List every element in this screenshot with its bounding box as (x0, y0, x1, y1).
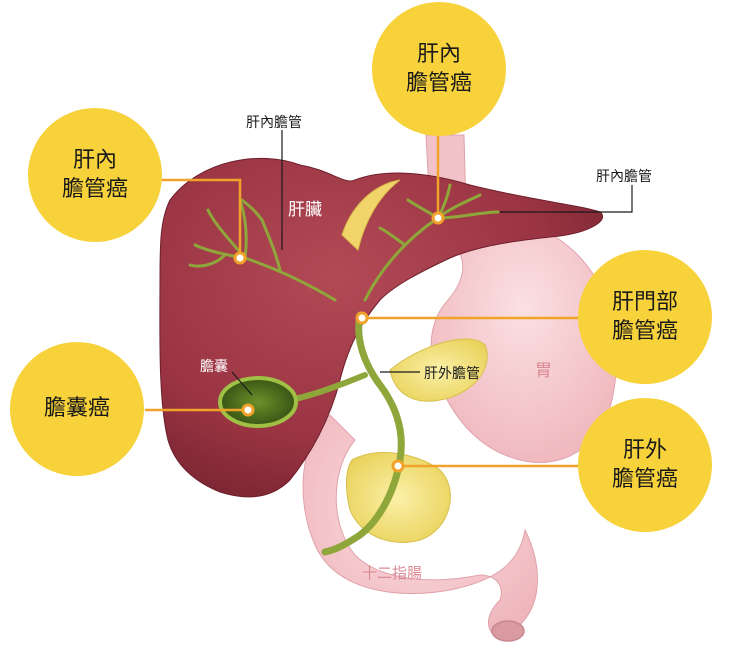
stomach (429, 204, 617, 463)
label-pointers (231, 130, 633, 396)
label-duodenum: 十二指腸 (362, 564, 423, 582)
bubble-hilar: 肝門部 膽管癌 (578, 250, 712, 384)
label-intrahepatic-duct-left: 肝內膽管 (246, 115, 302, 131)
duodenum-opening (491, 620, 525, 642)
label-liver: 肝臟 (288, 200, 322, 220)
label-stomach: 胃 (535, 361, 552, 381)
bubble-line2: 膽管癌 (61, 177, 128, 202)
bubble-intrahepatic-top: 肝內 膽管癌 (372, 2, 506, 136)
bubble-line1: 肝內 (72, 147, 117, 173)
bubble-line2: 膽管癌 (611, 319, 678, 344)
bubble-line1: 肝門部 (611, 289, 678, 315)
label-extrahepatic-duct: 肝外膽管 (424, 366, 480, 382)
leader-lines (145, 100, 590, 468)
leader-dots (233, 211, 445, 473)
gallbladder (218, 376, 298, 428)
bubble-extrahepatic: 肝外 膽管癌 (578, 398, 712, 532)
bubble-line2: 膽管癌 (405, 71, 472, 96)
bubble-gallbladder-cancer: 膽囊癌 (10, 342, 144, 476)
bubble-line2: 膽管癌 (611, 467, 678, 492)
label-gallbladder: 膽囊 (200, 359, 228, 375)
bubble-line1: 肝外 (622, 437, 667, 463)
falciform-ligament (341, 179, 401, 251)
pancreas-upper (389, 338, 488, 402)
label-intrahepatic-duct-right: 肝內膽管 (596, 169, 652, 185)
duodenum (302, 414, 538, 641)
bubble-line1: 肝內 (416, 41, 461, 67)
bubble-line1: 膽囊癌 (43, 396, 110, 422)
bubble-intrahepatic-left: 肝內 膽管癌 (28, 108, 162, 242)
